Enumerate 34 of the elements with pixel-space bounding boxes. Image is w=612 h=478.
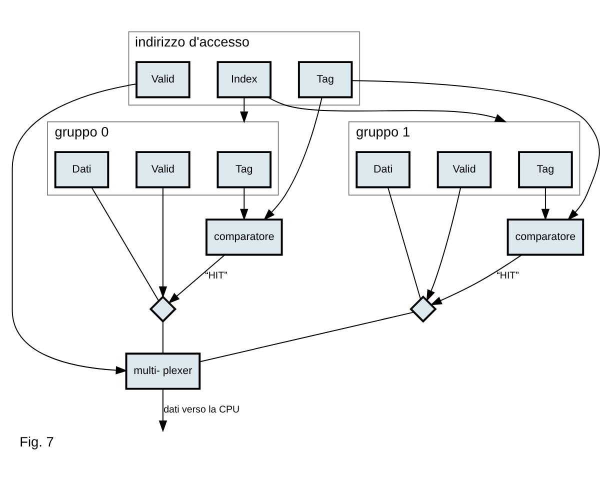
node-box: multi- plexer (125, 352, 201, 390)
arrow (158, 187, 168, 298)
node-box: Index (216, 61, 272, 98)
node-box: Dati (54, 151, 110, 188)
arrow (240, 187, 248, 221)
arrow (12, 84, 137, 374)
connector (199, 312, 414, 362)
connector (388, 187, 422, 300)
arrow (263, 97, 322, 220)
arrow (352, 80, 600, 220)
node-gate (149, 295, 177, 323)
arrow (268, 96, 507, 122)
node-box: Valid (136, 151, 190, 188)
node-box: Tag (298, 61, 353, 98)
arrow (541, 187, 550, 221)
arrow (168, 254, 225, 304)
node-box: Tag (216, 151, 272, 188)
node-box: Valid (136, 61, 190, 98)
node-box: comparatore (206, 218, 283, 256)
connector (162, 320, 164, 354)
node-box: Dati (356, 151, 410, 188)
node-box: comparatore (506, 218, 584, 256)
arrow (430, 254, 522, 306)
node-gate (410, 295, 437, 323)
arrow (158, 388, 168, 432)
edge-label: “HIT” (496, 270, 519, 282)
caption: Fig. 7 (20, 434, 54, 450)
connector (91, 187, 160, 302)
edge-label: “HIT” (205, 270, 228, 282)
node-box: Valid (436, 151, 492, 188)
edge-label: dati verso la CPU (164, 404, 240, 416)
arrow (240, 97, 248, 124)
node-box: Tag (518, 151, 573, 188)
arrow (426, 186, 462, 302)
